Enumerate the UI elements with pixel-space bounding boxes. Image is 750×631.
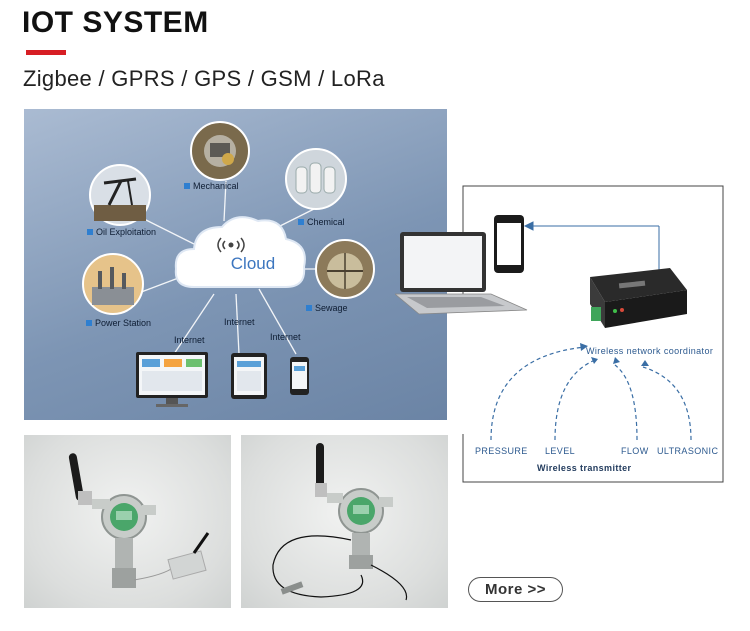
title-underline <box>26 50 66 55</box>
cloud-diagram-art <box>82 121 375 407</box>
internet-label: Internet <box>174 335 205 345</box>
sewage-plant-photo <box>315 239 375 299</box>
node-label-chemical: Chemical <box>298 217 345 227</box>
transmitter-with-antenna-photo <box>68 453 210 588</box>
sensor-label-flow: FLOW <box>621 446 649 456</box>
iot-cloud-diagram: Cloud Mechanical Chemical Oil Exploitati… <box>24 109 447 420</box>
chemical-tanks-photo <box>285 148 347 210</box>
sensor-label-level: LEVEL <box>545 446 576 456</box>
internet-label: Internet <box>270 332 301 342</box>
node-label-oil-exploitation: Oil Exploitation <box>87 227 156 237</box>
coordinator-device-icon <box>590 268 687 328</box>
node-label-sewage: Sewage <box>306 303 348 313</box>
page-subtitle: Zigbee / GPRS / GPS / GSM / LoRa <box>23 66 385 91</box>
power-station-photo <box>82 253 144 315</box>
laptop-icon <box>393 232 528 315</box>
coordinator-label: Wireless network coordinator <box>586 346 714 356</box>
product-photo-transmitter-cable <box>241 435 448 608</box>
internet-label: Internet <box>224 317 255 327</box>
machinery-photo <box>190 121 250 181</box>
cloud-label: Cloud <box>230 254 276 273</box>
phone-icon <box>290 357 309 395</box>
smartphone-icon <box>494 215 524 273</box>
wireless-network-diagram: Wireless network coordinator PRESSURE LE… <box>393 182 747 487</box>
monitor-icon <box>136 352 208 407</box>
oil-pump-photo <box>89 164 151 226</box>
page-title: IOT SYSTEM <box>22 6 209 39</box>
more-button[interactable]: More >> <box>468 577 563 602</box>
tablet-icon <box>231 353 267 399</box>
network-diagram-art <box>393 185 724 483</box>
product-photo-transmitter-antenna <box>24 435 231 608</box>
node-label-power-station: Power Station <box>86 318 151 328</box>
sensor-label-pressure: PRESSURE <box>475 446 528 456</box>
sensor-label-ultrasonic: ULTRASONIC <box>657 446 719 456</box>
transmitter-with-cable-probe-photo <box>272 443 408 601</box>
cloud-icon <box>174 216 306 288</box>
transmitter-label: Wireless transmitter <box>537 463 632 473</box>
node-label-mechanical: Mechanical <box>184 181 239 191</box>
